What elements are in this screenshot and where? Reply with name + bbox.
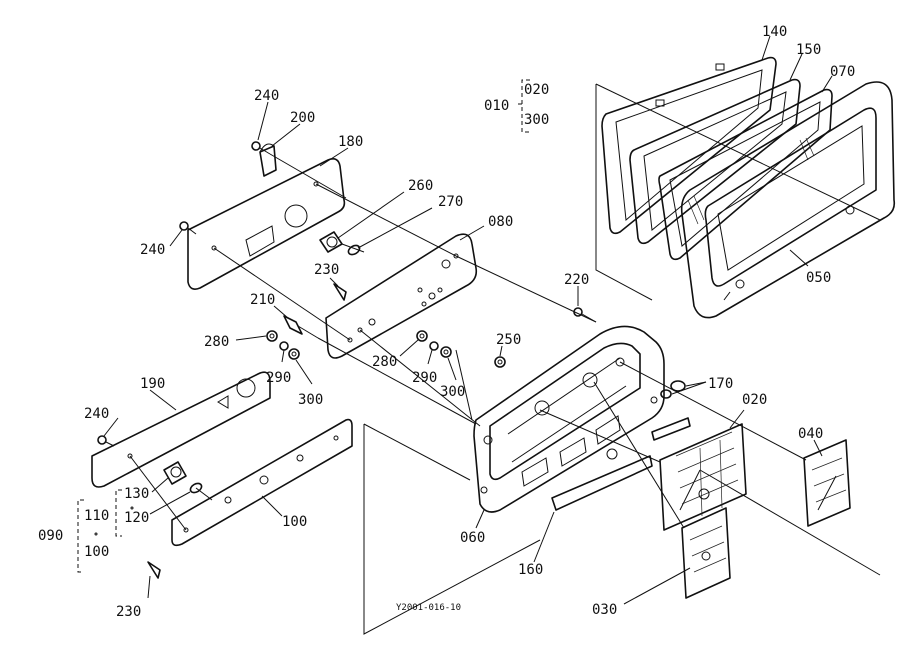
strip-160	[551, 417, 691, 511]
label-300-right: 300	[440, 384, 465, 400]
plate-180	[187, 158, 346, 290]
label-300-top: 300	[524, 112, 549, 128]
label-290-right: 290	[412, 370, 437, 386]
housing-060	[473, 325, 665, 513]
nut-250	[494, 356, 506, 368]
screw-230b	[147, 561, 161, 579]
label-240-top: 240	[254, 88, 279, 104]
meter-040	[803, 439, 851, 527]
label-040: 040	[798, 426, 823, 442]
label-230-top: 230	[314, 262, 339, 278]
washer-300b	[440, 346, 452, 358]
assembly-lines	[129, 153, 807, 531]
label-230-bottom: 230	[116, 604, 141, 620]
label-280-left: 280	[204, 334, 229, 350]
board-080	[325, 233, 478, 359]
meter-030	[681, 507, 731, 599]
washer-290a	[279, 341, 289, 351]
bulb-120	[189, 482, 203, 494]
label-070: 070	[830, 64, 855, 80]
label-090: 090	[38, 528, 63, 544]
panel-190	[91, 371, 271, 488]
label-220: 220	[564, 272, 589, 288]
label-200: 200	[290, 110, 315, 126]
label-290-left: 290	[266, 370, 291, 386]
gasket-140	[601, 56, 777, 235]
label-170: 170	[708, 376, 733, 392]
nut-280a	[266, 330, 278, 342]
label-260: 260	[408, 178, 433, 194]
label-270: 270	[438, 194, 463, 210]
label-120: 120	[124, 510, 149, 526]
grommet-170	[660, 380, 686, 399]
label-240-bottom: 240	[84, 406, 109, 422]
label-250: 250	[496, 332, 521, 348]
label-100-plate: 100	[282, 514, 307, 530]
label-020-top: 020	[524, 82, 549, 98]
label-180: 180	[338, 134, 363, 150]
label-100-left: 100	[84, 544, 109, 560]
label-110: 110	[84, 508, 109, 524]
lamp-holder-260	[319, 231, 343, 253]
holder-130	[163, 461, 187, 485]
label-240-left: 240	[140, 242, 165, 258]
part-labels: 010 020 300 140 150 070 240 200 180 260 …	[38, 24, 855, 620]
label-190: 190	[140, 376, 165, 392]
washer-300a	[288, 348, 300, 360]
screw-210	[283, 315, 319, 339]
nut-280b	[416, 330, 428, 342]
clamp-200	[259, 143, 277, 177]
label-160: 160	[518, 562, 543, 578]
drawing-id: Y2001-016-10	[396, 603, 461, 613]
screw-240c	[97, 435, 115, 447]
guide-lines	[363, 83, 881, 635]
washer-290b	[429, 341, 439, 351]
label-140: 140	[762, 24, 787, 40]
group-brackets	[77, 79, 530, 573]
leader-lines	[103, 35, 833, 605]
label-210: 210	[250, 292, 275, 308]
label-150: 150	[796, 42, 821, 58]
plate-100	[171, 418, 353, 547]
label-020-bottom: 020	[742, 392, 767, 408]
label-280-right: 280	[372, 354, 397, 370]
label-030: 030	[592, 602, 617, 618]
label-130: 130	[124, 486, 149, 502]
screw-240a	[251, 141, 271, 155]
label-050: 050	[806, 270, 831, 286]
label-060: 060	[460, 530, 485, 546]
screw-230a	[333, 283, 347, 301]
label-080: 080	[488, 214, 513, 230]
glass-070	[658, 88, 833, 261]
label-300-left: 300	[298, 392, 323, 408]
meter-020	[659, 423, 747, 531]
screw-240b	[179, 221, 197, 235]
glass-frame-150	[629, 78, 801, 245]
label-010: 010	[484, 98, 509, 114]
bezel-050	[680, 81, 896, 319]
